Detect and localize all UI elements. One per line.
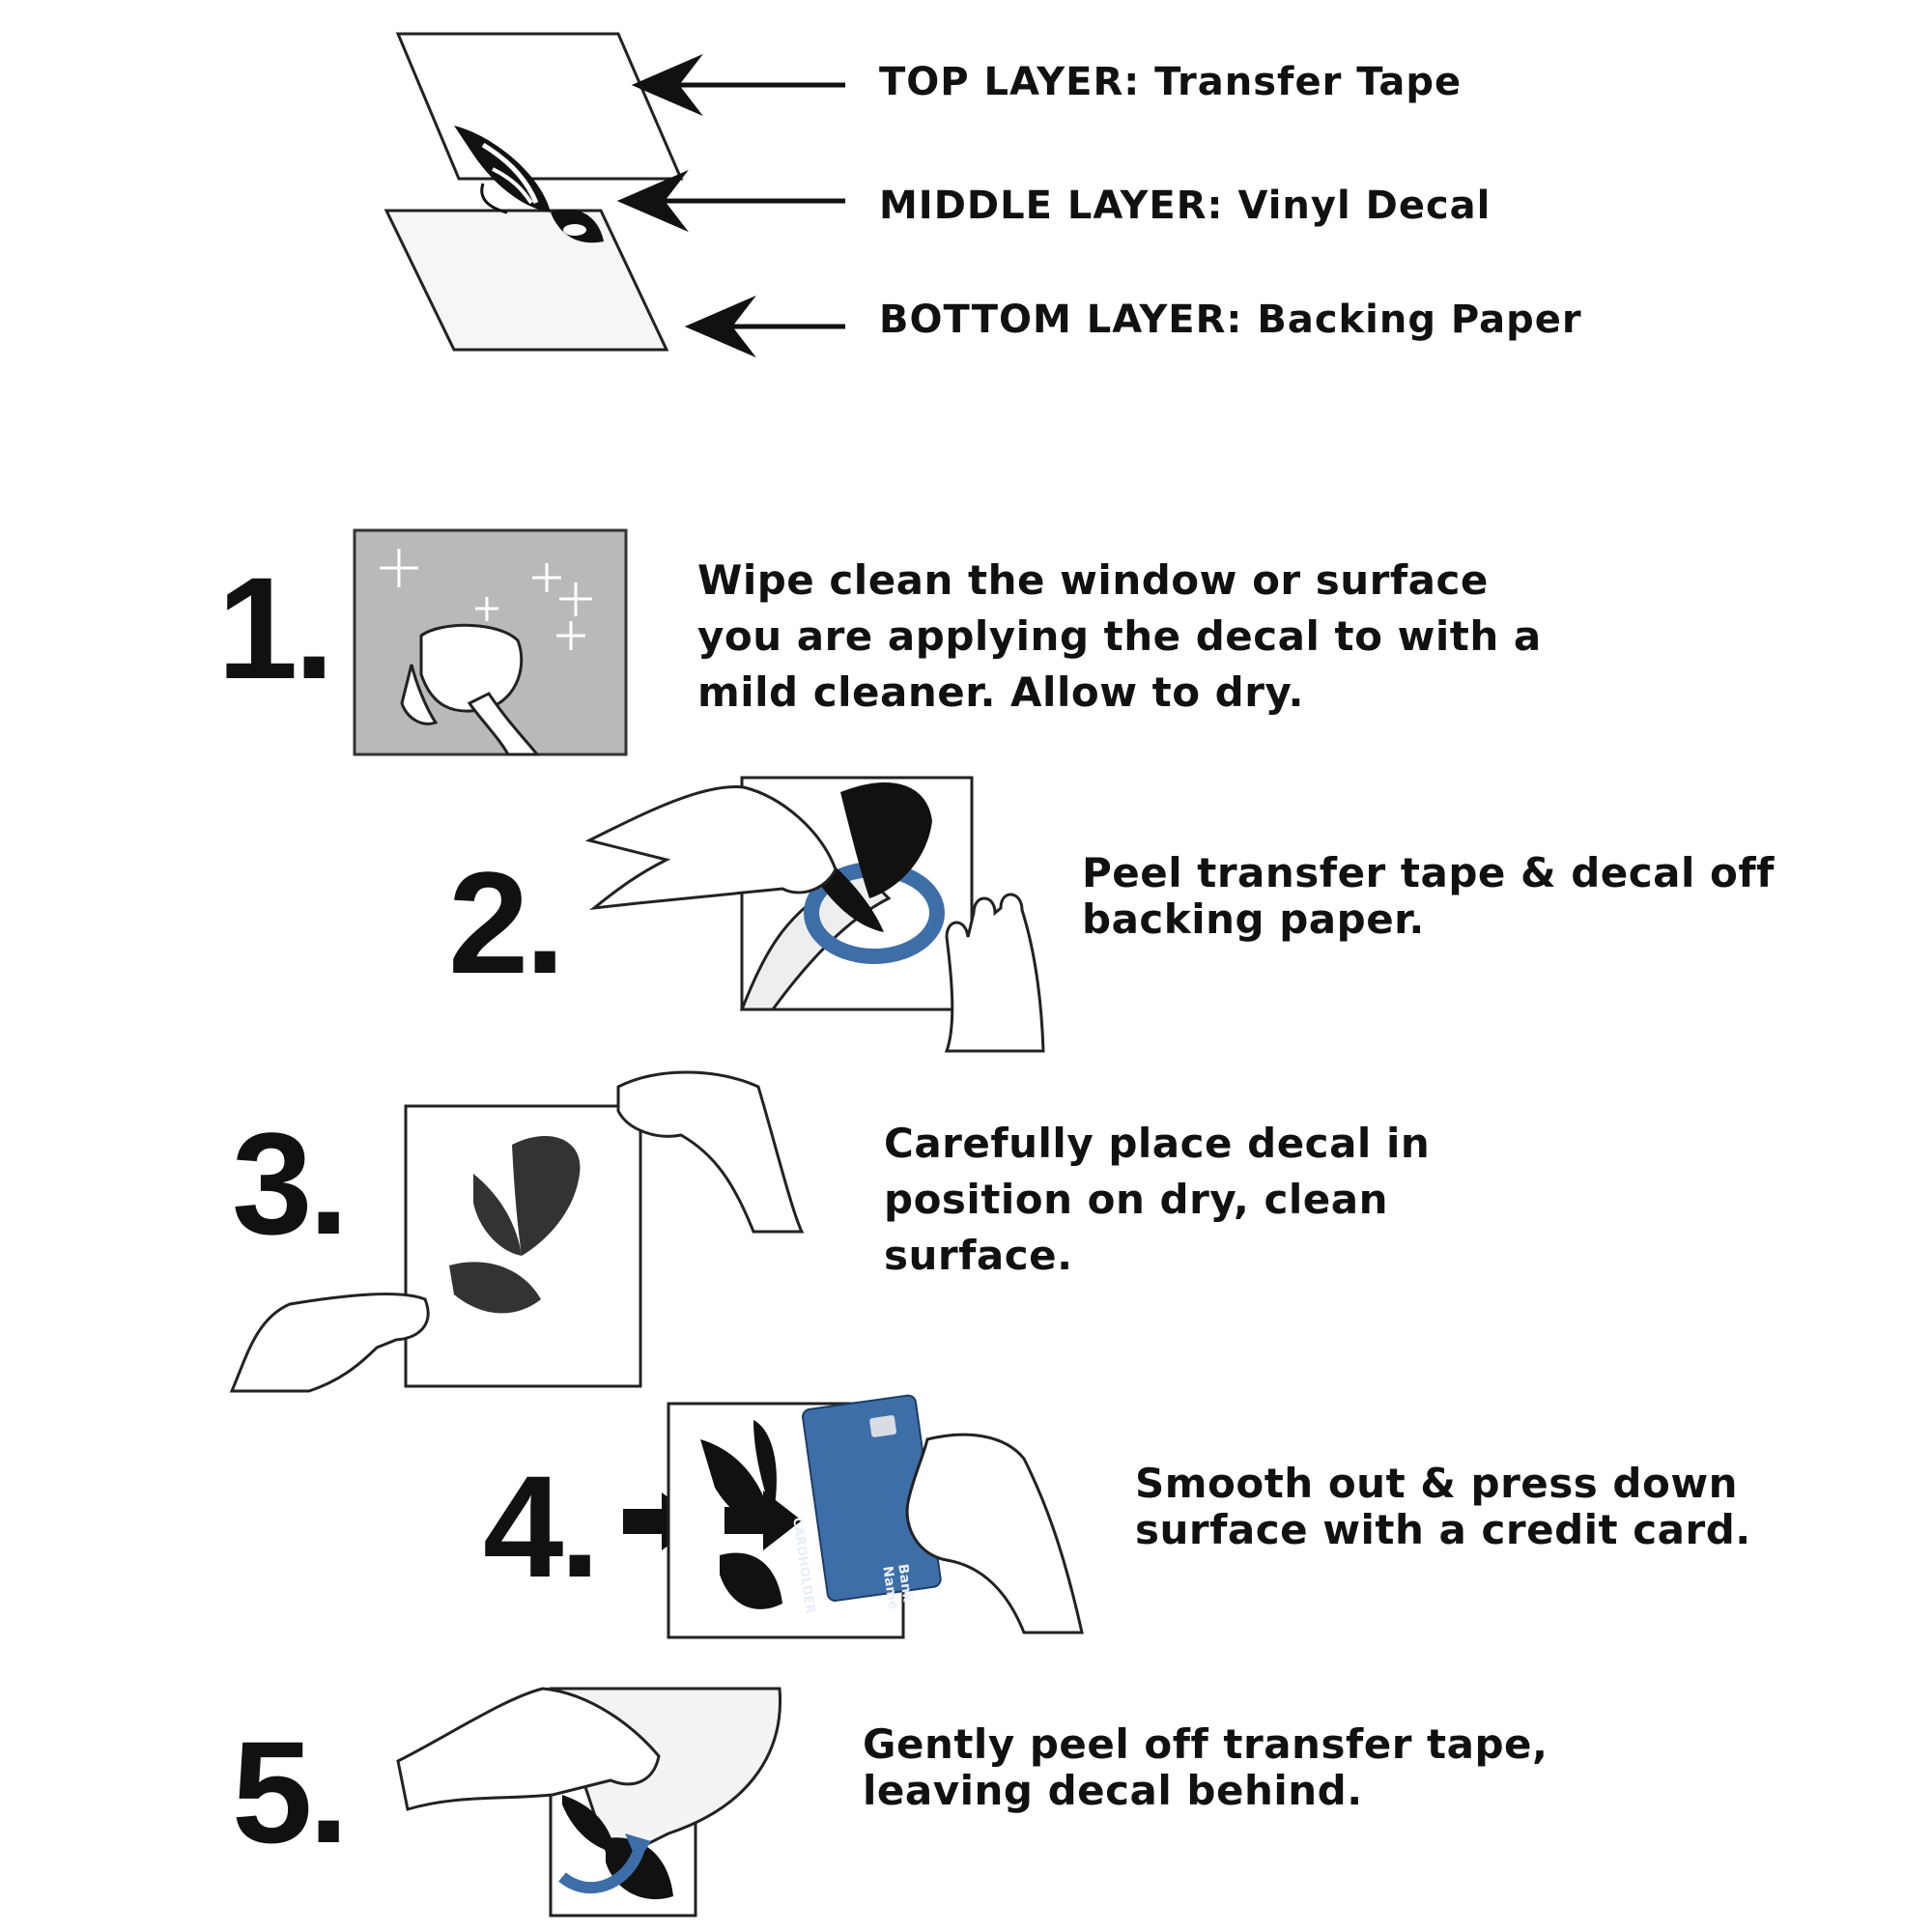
step-1-number: 1. [217,547,334,709]
hand-with-cloth-icon [400,623,541,756]
step-1-wipe-illustration [353,528,628,756]
butterfly-decal-icon [449,1136,581,1314]
step-3-number: 3. [232,1102,349,1264]
credit-card-icon [802,1394,942,1603]
bottom-layer-label: BOTTOM LAYER: Backing Paper [879,298,1582,342]
step-1-text: Wipe clean the window or surface you are… [697,556,1542,716]
step-4-number: 4. [483,1445,600,1607]
left-hand-icon [584,784,838,911]
sparkle-icon [380,549,592,650]
top-layer-label: TOP LAYER: Transfer Tape [879,60,1463,104]
arrow-left-icon [616,53,845,358]
step-2-text: Peel transfer tape & decal off backing p… [1082,849,1775,943]
card-bank-name: Bank Name [879,1563,916,1611]
step-2-peel-illustration [584,776,1045,1053]
butterfly-decal-icon [700,1420,782,1609]
step-3-place-illustration [229,1070,805,1393]
left-hand-icon [396,1687,661,1811]
step-5-text: Gently peel off transfer tape, leaving d… [863,1720,1548,1814]
transfer-tape-sheet [395,32,684,181]
step-5-number: 5. [232,1711,349,1873]
step-2-number: 2. [448,841,565,1004]
left-hand-icon [229,1293,430,1393]
step-3-text: Carefully place decal in position on dry… [884,1120,1431,1279]
step-5-peel-illustration [396,1687,782,1918]
step-4-text: Smooth out & press down surface with a c… [1135,1460,1751,1553]
right-hand-icon [616,1070,805,1234]
middle-layer-label: MIDDLE LAYER: Vinyl Decal [879,184,1492,228]
butterfly-decal-icon [454,126,604,243]
blue-peel-arrow-icon [558,1845,645,1894]
arrow-right-icon [724,1491,802,1550]
right-hand-icon [905,1433,1084,1634]
right-hand-icon [944,893,1045,1053]
layer-diagram [384,32,845,358]
backing-paper-sheet [384,209,669,352]
step-4-smooth-illustration [623,1394,1084,1639]
butterfly-decal-icon [562,1795,673,1900]
